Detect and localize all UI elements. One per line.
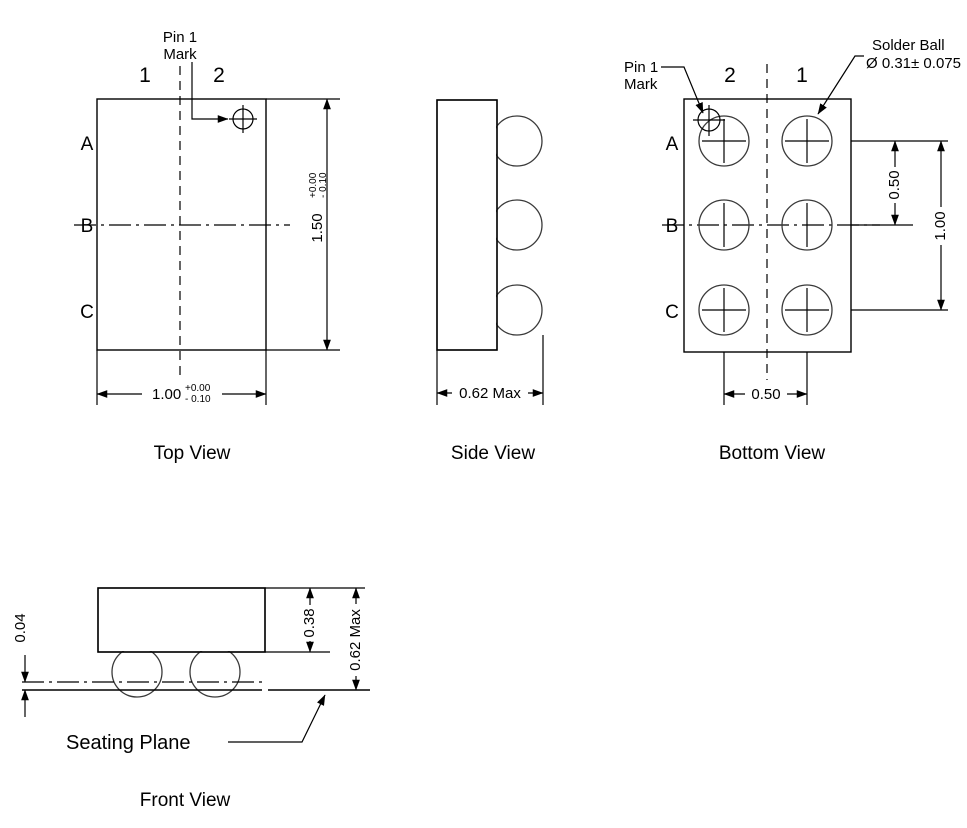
top-view-group: Pin 1 Mark 1 2 A B C 1.50 +0.00 - 0.10 — [74, 29, 340, 464]
front-view-title: Front View — [140, 790, 231, 811]
front-view-group: 0.04 0.38 0.62 Max Seating Plane Front V… — [12, 587, 370, 811]
front-view-body-outline-overlay — [97, 587, 266, 653]
bottom-view-solder-ball-leader — [817, 55, 864, 115]
bottom-view-dim-span-y-backdrop — [930, 207, 950, 245]
top-view-row-label-a: A — [81, 134, 94, 155]
bottom-view-column-label-1: 1 — [796, 64, 808, 87]
front-view-body-fill — [99, 589, 264, 651]
bottom-view-ball-a2 — [698, 115, 750, 167]
top-view-pin1-label-line1: Pin 1 — [163, 29, 197, 46]
side-view-group: 0.62 Max Side View — [436, 99, 544, 464]
side-view-title: Side View — [451, 443, 535, 464]
top-view-height-tol-plus: +0.00 — [308, 172, 319, 198]
bottom-view-column-label-2: 2 — [724, 64, 736, 87]
side-view-thickness-text-backdrop — [452, 382, 528, 402]
top-view-row-label-c: C — [80, 302, 94, 323]
bottom-view-ball-c1 — [781, 284, 833, 336]
top-view-width-nominal: 1.00 — [152, 386, 181, 403]
top-view-column-label-2: 2 — [213, 64, 225, 87]
bottom-view-ball-b2 — [698, 199, 750, 251]
top-view-column-label-1: 1 — [139, 64, 151, 87]
bottom-view-row-label-a: A — [666, 134, 679, 155]
bottom-view-pin1-label-line2: Mark — [624, 76, 658, 93]
front-view-body-height-backdrop — [299, 605, 319, 641]
top-view-title: Top View — [154, 443, 231, 464]
top-view-height-nominal: 1.50 — [309, 213, 326, 242]
bottom-view-row-label-b: B — [666, 216, 679, 237]
front-view-total-height-backdrop — [345, 604, 365, 676]
bottom-view-dim-span-y-text: 1.00 — [932, 211, 949, 240]
side-view-thickness-text: 0.62 Max — [459, 385, 521, 402]
side-view-body-fill — [438, 101, 496, 349]
top-view-pin1-leader — [191, 62, 229, 123]
bottom-view-title: Bottom View — [719, 443, 826, 464]
side-view-body-outline-overlay — [436, 99, 498, 351]
top-view-width-text-backdrop — [142, 382, 222, 404]
bottom-view-ball-b1 — [781, 199, 833, 251]
top-view-width-tol-minus: - 0.10 — [185, 394, 211, 405]
top-view-width-tol-plus: +0.00 — [185, 383, 211, 394]
top-view-row-label-b: B — [81, 216, 94, 237]
front-view-seating-plane-leader — [228, 694, 326, 743]
front-view-standoff-text: 0.04 — [12, 613, 29, 642]
top-view-pin1-label-line2: Mark — [163, 46, 197, 63]
front-view-seating-plane-label: Seating Plane — [66, 732, 191, 754]
bottom-view-ball-a1 — [781, 115, 833, 167]
top-view-height-dim-text-group: 1.50 +0.00 - 0.10 — [308, 172, 329, 243]
bottom-view-pin1-leader — [661, 66, 704, 114]
bottom-view-dim-pitch-x-text: 0.50 — [751, 386, 780, 403]
top-view-height-tol-minus: - 0.10 — [318, 172, 329, 198]
bottom-view-pin1-label-line1: Pin 1 — [624, 59, 658, 76]
bottom-view-group: Pin 1 Mark Solder Ball Ø 0.31± 0.075 2 1 — [624, 37, 961, 464]
bottom-view-solder-ball-note-line1: Solder Ball — [872, 37, 945, 54]
bottom-view-dim-pitch-y-backdrop — [884, 167, 904, 203]
bottom-view-ball-array — [698, 115, 833, 336]
bottom-view-dim-pitch-x-backdrop — [745, 383, 787, 403]
bottom-view-solder-ball-note-line2: Ø 0.31± 0.075 — [866, 55, 961, 72]
bottom-view-row-label-c: C — [665, 302, 679, 323]
bottom-view-ball-c2 — [698, 284, 750, 336]
front-view-total-height-text: 0.62 Max — [347, 609, 364, 671]
bottom-view-dim-pitch-y-text: 0.50 — [886, 170, 903, 199]
front-view-body-height-text: 0.38 — [301, 608, 318, 637]
